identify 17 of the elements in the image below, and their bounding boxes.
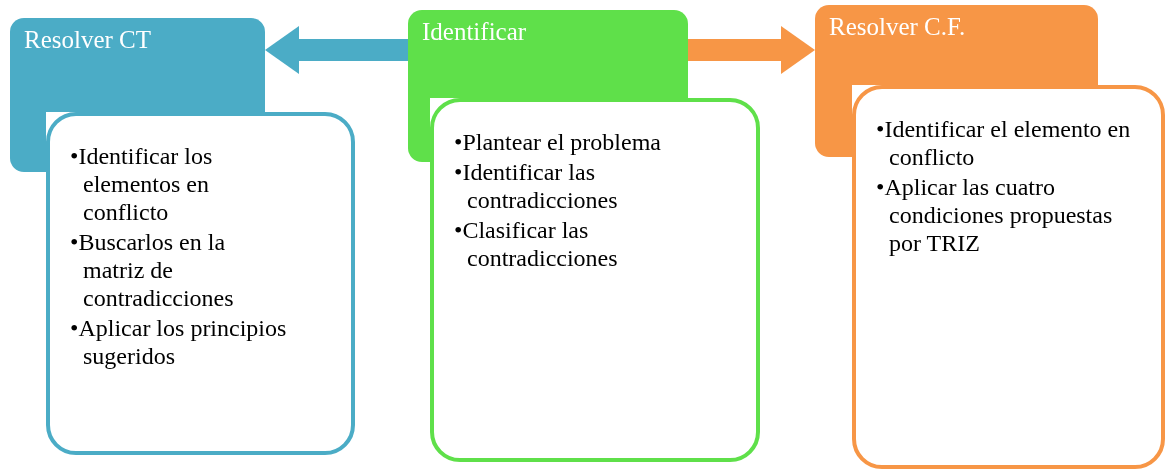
- header-text: Identificar: [422, 17, 527, 47]
- bullet-item: •Aplicar las cuatro condiciones propuestas por TRIZ: [876, 173, 1114, 257]
- list-box: [852, 85, 1165, 469]
- bullet-item: •Aplicar los principios sugeridos: [70, 314, 288, 370]
- bullet-item: •Clasificar las contradicciones: [454, 216, 619, 272]
- header-text: Resolver CT: [24, 25, 152, 55]
- bullet-item: •Identificar el elemento en conflicto: [876, 115, 1132, 171]
- bullet-item: •Buscarlos en la matriz de contradicciones: [70, 228, 235, 312]
- list-box: [430, 98, 760, 462]
- header-text: Resolver C.F.: [829, 12, 966, 42]
- block-arrow: [688, 26, 815, 74]
- list-box: [46, 112, 355, 455]
- block-arrow: [265, 26, 408, 74]
- bullet-item: •Identificar los elementos en conflicto: [70, 142, 214, 226]
- bullet-item: •Plantear el problema: [454, 128, 662, 156]
- header-box: [408, 10, 688, 98]
- bullet-item: •Identificar las contradicciones: [454, 158, 619, 214]
